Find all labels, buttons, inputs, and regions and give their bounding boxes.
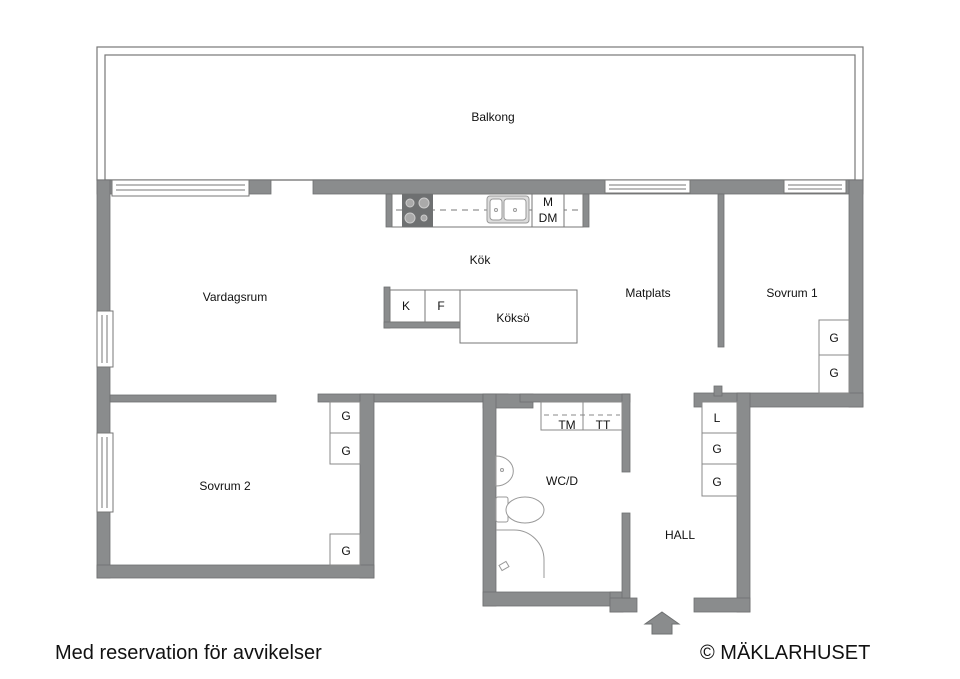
fixture-label: DM [538, 211, 558, 225]
fixture-label: G [341, 544, 351, 558]
room-label-sovrum2: Sovrum 2 [199, 479, 251, 493]
room-label-koksö: Köksö [496, 311, 530, 325]
disclaimer-text: Med reservation för avvikelser [55, 642, 322, 664]
fixture-label: TT [595, 418, 611, 432]
fixture-label: G [341, 409, 351, 423]
room-label-vardagsrum: Vardagsrum [202, 290, 268, 304]
room-label-matplats: Matplats [625, 286, 671, 300]
walls [96, 179, 864, 613]
kitchen-island [389, 289, 578, 344]
room-label-balkong: Balkong [471, 110, 515, 124]
windows [96, 179, 847, 513]
fixture-label: F [437, 299, 445, 313]
fixture-label: L [713, 411, 721, 425]
fixture-label: G [341, 444, 351, 458]
washbasin-icon [495, 455, 514, 487]
entrance-arrow-icon [643, 611, 681, 635]
fixture-label: TM [558, 418, 576, 432]
wardrobes [329, 319, 850, 566]
fixture-label: K [401, 299, 411, 313]
room-label-hall: HALL [664, 528, 696, 542]
stove-icon [402, 194, 433, 227]
shower-icon [496, 529, 545, 578]
room-label-sovrum1: Sovrum 1 [766, 286, 818, 300]
toilet-icon [495, 496, 545, 524]
room-label-wcd: WC/D [546, 474, 578, 488]
fixture-label: G [712, 442, 722, 456]
sink-icon [486, 195, 530, 224]
room-label-kok: Kök [469, 253, 491, 267]
fixture-label: G [829, 331, 839, 345]
fixture-label: M [543, 195, 553, 209]
copyright-text: © MÄKLARHUSET [700, 642, 871, 664]
fixture-label: G [712, 475, 722, 489]
fixture-label: G [829, 366, 839, 380]
